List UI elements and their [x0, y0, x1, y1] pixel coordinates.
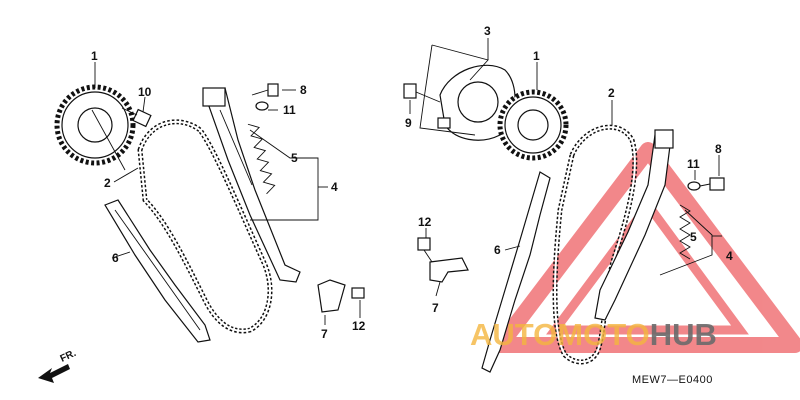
- chain-guide-right: [481, 171, 551, 373]
- callout-12-left: 12: [352, 319, 366, 333]
- bolt-9: [403, 83, 441, 103]
- diagram-code: MEW7—E0400: [632, 374, 713, 386]
- chain-guide-left: [104, 199, 211, 343]
- bolt-8-right: [699, 177, 725, 191]
- guide-plate-right: [429, 257, 469, 283]
- watermark-triangle: [492, 142, 800, 353]
- watermark-logo: AUTOMOTOHUB: [470, 317, 717, 352]
- callout-6-right: 6: [494, 243, 501, 257]
- callout-8-right: 8: [715, 142, 722, 156]
- callout-6-left: 6: [112, 251, 119, 265]
- leader-lines-left: [91, 62, 361, 325]
- callout-7-right: 7: [432, 301, 439, 315]
- callout-8-left: 8: [300, 83, 307, 97]
- front-arrow-icon: [38, 364, 70, 383]
- tensioner-spring-right: [679, 204, 691, 260]
- callout-11-right: 11: [687, 157, 700, 171]
- callout-12-right: 12: [418, 215, 432, 229]
- washer-11-left: [255, 101, 269, 111]
- watermark-text-part2: HUB: [650, 317, 717, 352]
- cam-sprocket-right: [497, 89, 569, 161]
- callout-4-right: 4: [726, 249, 733, 263]
- callout-labels: 1 10 2 6 8 11 5 4 7 12 3 1 9 2 12 6 7 11…: [91, 24, 733, 341]
- callout-2-left: 2: [104, 176, 111, 190]
- callout-1-right: 1: [533, 49, 540, 63]
- callout-11-left: 11: [283, 103, 296, 117]
- callout-2-right: 2: [608, 86, 615, 100]
- callout-4-left: 4: [331, 180, 338, 194]
- guide-plate-left: [317, 279, 346, 313]
- callout-10-left: 10: [138, 85, 152, 99]
- callout-7-left: 7: [321, 327, 328, 341]
- sprocket-bolt-left: [121, 107, 152, 128]
- tensioner-arm-left: [202, 87, 301, 283]
- bolt-12-left: [351, 287, 365, 299]
- tensioner-spring-left: [247, 123, 276, 195]
- front-label: FR.: [59, 348, 78, 365]
- tensioner-arm-right: [594, 129, 674, 321]
- watermark-text-part1: AUTOMOTO: [470, 317, 650, 352]
- callout-1-left: 1: [91, 49, 98, 63]
- bolt-12-right: [417, 237, 433, 263]
- washer-11-right: [687, 181, 701, 191]
- leader-lines-right: [409, 38, 722, 297]
- callout-3-right: 3: [484, 24, 491, 38]
- bolt-8-left: [251, 83, 279, 97]
- cam-chain-left: [137, 119, 273, 334]
- callout-9-right: 9: [405, 116, 412, 130]
- sprocket-cover-plate: [437, 64, 516, 141]
- svg-text:AUTOMOTOHUB: AUTOMOTOHUB: [470, 317, 717, 352]
- front-direction-indicator: FR.: [38, 348, 78, 383]
- cam-sprocket-left: [54, 84, 136, 166]
- callout-5-right: 5: [690, 230, 697, 244]
- callout-5-left: 5: [291, 151, 298, 165]
